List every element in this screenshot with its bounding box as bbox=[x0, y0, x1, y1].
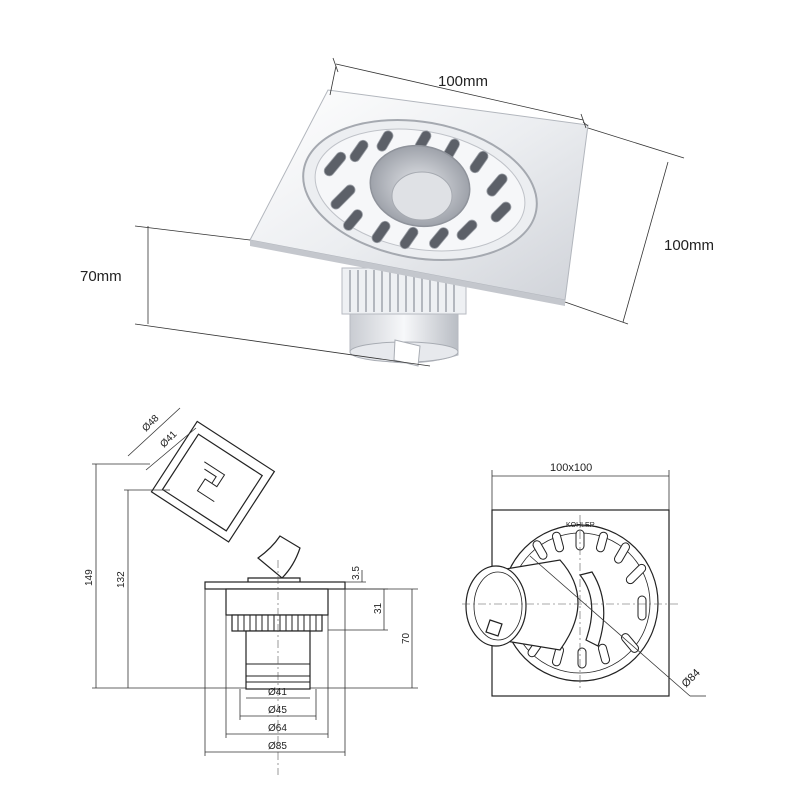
dim-inner-height: 132 bbox=[116, 571, 127, 588]
photo-dimension-lines bbox=[134, 57, 685, 367]
tilted-core bbox=[150, 420, 276, 543]
drain-plate bbox=[249, 89, 589, 306]
dim-d3: Ø64 bbox=[268, 723, 287, 734]
top-view-drawing bbox=[462, 470, 706, 697]
dim-d4: Ø85 bbox=[268, 741, 287, 752]
dim-d2: Ø45 bbox=[268, 705, 287, 716]
photo-depth-label: 100mm bbox=[664, 237, 714, 254]
top-size-label: 100x100 bbox=[550, 462, 592, 474]
top-diameter-label: Ø84 bbox=[680, 667, 703, 690]
dim-tilt-inner: Ø41 bbox=[158, 429, 179, 450]
side-view-drawing bbox=[92, 407, 418, 775]
dim-tilt-outer: Ø48 bbox=[140, 413, 161, 434]
dim-collar: 31 bbox=[373, 602, 384, 614]
brand-logo-text: KOHLER bbox=[566, 522, 595, 529]
dim-flange: 3.5 bbox=[351, 566, 362, 580]
photo-height-label: 70mm bbox=[80, 268, 122, 285]
dim-body-height: 70 bbox=[401, 632, 412, 644]
photo-width-label: 100mm bbox=[438, 73, 488, 90]
product-photo: 100mm 100mm 70mm bbox=[80, 57, 714, 367]
dim-d1: Ø41 bbox=[268, 687, 287, 698]
side-flange bbox=[204, 581, 346, 590]
dim-total-height: 149 bbox=[84, 569, 95, 586]
